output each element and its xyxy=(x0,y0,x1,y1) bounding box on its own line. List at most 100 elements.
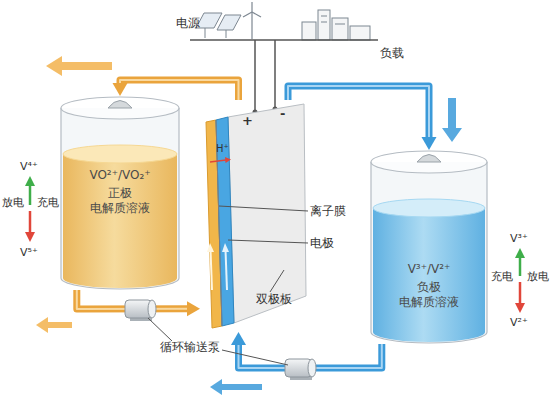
arrow-head xyxy=(231,332,246,345)
pipe-highlight xyxy=(120,80,239,100)
ion-label: V²⁺ xyxy=(510,316,528,329)
electrolyte-pipe xyxy=(77,290,200,316)
cell-stack: + - H⁺ xyxy=(200,100,310,332)
part-label: 离子膜 xyxy=(310,204,346,218)
liquid-surface xyxy=(63,145,177,163)
tank-glass xyxy=(371,162,487,343)
electrolyte-pipe xyxy=(231,332,382,368)
pipe-body xyxy=(288,86,429,140)
building xyxy=(350,26,370,40)
arrow-head xyxy=(222,243,229,252)
pipe-highlight xyxy=(288,86,429,140)
electrolyte-label: 正极 电解质溶液 xyxy=(84,186,156,216)
electrolyte-label: 负极 电解质溶液 xyxy=(393,280,465,310)
electrolyte-pipe xyxy=(288,86,437,150)
liquid-surface xyxy=(373,199,485,217)
leader-line xyxy=(222,350,288,365)
discharge-arrow xyxy=(519,282,522,305)
arrow-head xyxy=(25,232,35,242)
turbine-blade xyxy=(251,2,252,12)
tank-glass xyxy=(61,108,179,289)
negative-wire xyxy=(274,40,276,109)
buildings xyxy=(302,10,370,40)
circulation-pump xyxy=(285,359,316,380)
part-label: 双极板 xyxy=(256,292,292,306)
turbine-tower xyxy=(251,12,252,39)
panel-leg xyxy=(226,30,227,38)
pipe-body xyxy=(77,290,190,309)
discharge-arrow xyxy=(29,211,32,234)
arrow-head xyxy=(515,248,525,258)
power-line xyxy=(190,39,378,41)
pipe-body xyxy=(120,80,239,100)
flow-arrow xyxy=(226,250,228,290)
ion-pair: V³⁺/V²⁺ xyxy=(370,262,488,277)
node-outline xyxy=(370,150,488,344)
ion-label: V⁵⁺ xyxy=(20,246,38,259)
tank-cap xyxy=(417,155,441,163)
process-label: 放电 xyxy=(2,196,24,209)
ion-label: V³⁺ xyxy=(510,232,528,245)
polarity-sign: + xyxy=(242,114,253,127)
electrolyte-pipe xyxy=(113,80,239,100)
turbine-blade xyxy=(243,12,252,17)
flow-arrow xyxy=(442,98,462,142)
tank-lid xyxy=(61,97,179,119)
pump-end xyxy=(308,359,316,377)
building xyxy=(318,10,330,40)
arrow-head xyxy=(422,137,437,150)
arrow-head xyxy=(187,301,200,316)
window xyxy=(321,22,327,23)
bipolar-plate xyxy=(228,104,306,323)
positive-wire xyxy=(254,40,256,112)
process-label: 充电 xyxy=(37,196,59,209)
arrow-head xyxy=(207,243,214,252)
right-ion-arrows xyxy=(515,248,525,313)
left-ion-arrows xyxy=(25,176,35,242)
wind-turbine xyxy=(243,2,261,39)
flow-arrow xyxy=(46,56,112,76)
negative-electrode xyxy=(216,117,234,326)
building xyxy=(332,18,348,40)
solar-panel xyxy=(217,15,241,30)
pipe-highlight xyxy=(239,342,382,368)
arrow-head xyxy=(25,176,35,186)
building xyxy=(302,22,316,40)
window xyxy=(335,24,345,25)
charge-arrow xyxy=(29,184,32,205)
part-label: 循环输送泵 xyxy=(160,340,220,354)
pipe-body xyxy=(239,342,382,368)
ion-symbol: H⁺ xyxy=(216,144,229,154)
window xyxy=(321,16,327,17)
proton-arrow xyxy=(210,160,226,162)
tank-lid xyxy=(371,151,487,173)
leader-line xyxy=(148,318,172,341)
tank-cap xyxy=(108,101,132,109)
solar-panels xyxy=(196,13,241,38)
arrow-head xyxy=(225,157,231,163)
turbine-blade xyxy=(252,12,261,17)
process-label: 充电 xyxy=(491,270,513,283)
tank-text-block: VO²⁺/VO₂⁺正极 电解质溶液 xyxy=(60,168,180,216)
flow-arrow xyxy=(211,250,213,290)
circulation-pump xyxy=(125,300,156,321)
arrow-head xyxy=(113,83,128,96)
polarity-sign: - xyxy=(280,107,285,120)
pipe-highlight xyxy=(77,290,190,309)
positive-electrolyte-tank: VO²⁺/VO₂⁺正极 电解质溶液 xyxy=(60,96,180,290)
panel-leg xyxy=(205,28,206,38)
load-label: 负载 xyxy=(380,46,404,60)
ion-label: V⁴⁺ xyxy=(20,160,38,173)
tank-text-block: V³⁺/V²⁺ 负极 电解质溶液 xyxy=(370,262,488,310)
charge-arrow xyxy=(519,256,522,276)
node-outline xyxy=(200,100,310,332)
flow-arrow xyxy=(36,317,72,333)
arrow-head xyxy=(515,303,525,313)
pump-end xyxy=(148,300,156,318)
flow-arrow xyxy=(210,379,262,395)
part-label: 电极 xyxy=(310,236,334,250)
process-label: 放电 xyxy=(527,270,549,283)
